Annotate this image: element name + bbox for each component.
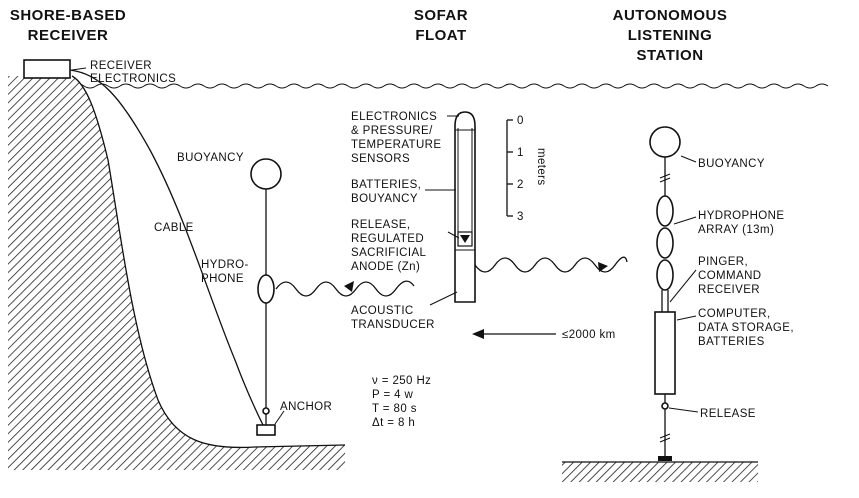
param-power: P = 4 w: [372, 389, 414, 401]
sea-surface: [71, 83, 829, 89]
label-hydrophone-2: PHONE: [201, 273, 244, 285]
label-hydrophone-array-2: ARRAY (13m): [698, 224, 774, 236]
buoyancy-left: [250, 158, 282, 190]
label-release-anode-4: ANODE (Zn): [351, 261, 420, 273]
anchor-block: [256, 424, 276, 436]
label-acoustic-1: ACOUSTIC: [351, 305, 414, 317]
param-frequency: ν = 250 Hz: [372, 375, 431, 387]
shore-slope-line: [71, 75, 346, 449]
label-pinger-2: COMMAND: [698, 270, 762, 282]
computer-housing: [654, 311, 676, 395]
label-release-anode-3: SACRIFICIAL: [351, 247, 427, 259]
hydrophone-array-element-2: [656, 227, 674, 259]
anchor-leader-line: [274, 410, 285, 425]
heading-shore-based-receiver: SHORE-BASED RECEIVER: [10, 7, 126, 44]
heading-auto-line2: LISTENING: [628, 27, 713, 44]
label-hydrophone-array-1: HYDROPHONE: [698, 210, 784, 222]
computer-leader: [676, 315, 697, 321]
hydrophone-left: [257, 274, 275, 304]
acoustic-wave-right: [474, 256, 628, 273]
heading-auto-line1: AUTONOMOUS: [613, 7, 728, 24]
label-receiver-electronics-1: RECEIVER: [90, 60, 152, 72]
label-batteries-2: BOUYANCY: [351, 193, 418, 205]
parameters-block: ν = 250 Hz P = 4 w T = 80 s Δt = 8 h: [372, 375, 431, 429]
range-arrowhead: [472, 329, 484, 339]
station-anchor: [658, 456, 672, 461]
label-float-electronics-4: SENSORS: [351, 153, 410, 165]
leader-transducer: [429, 291, 458, 306]
heading-sofar-line2: FLOAT: [415, 27, 466, 44]
label-float-electronics-3: TEMPERATURE: [351, 139, 441, 151]
heading-sofar-float: SOFAR FLOAT: [414, 7, 468, 44]
acoustic-wave-right-arrowhead: [598, 262, 608, 272]
label-buoyancy-left: BUOYANCY: [177, 152, 244, 164]
leader-release: [447, 231, 460, 239]
line-break-lower-b: [659, 437, 671, 443]
seabed-right: [562, 462, 758, 482]
sofar-float-body: [454, 111, 476, 303]
label-computer-1: COMPUTER,: [698, 308, 771, 320]
label-computer-2: DATA STORAGE,: [698, 322, 794, 334]
heading-shore-line2: RECEIVER: [28, 27, 109, 44]
hydrophone-array-element-1: [656, 195, 674, 227]
buoyancy-right: [649, 126, 681, 158]
label-acoustic-2: TRANSDUCER: [351, 319, 435, 331]
meters-scale: 0 1 2 3 meters: [506, 115, 547, 223]
scale-label-3: 3: [517, 211, 524, 223]
receiver-electronics-box: [23, 59, 71, 79]
label-receiver-electronics-2: ELECTRONICS: [90, 73, 176, 85]
label-release-right: RELEASE: [700, 408, 756, 420]
line-break-upper-a: [659, 173, 671, 179]
label-range: ≤2000 km: [562, 329, 616, 341]
label-pinger-3: RECEIVER: [698, 284, 760, 296]
acoustic-wave-left: [275, 280, 415, 297]
heading-auto-line3: STATION: [636, 47, 703, 64]
mooring-swivel-left: [262, 407, 270, 415]
pinger-leader: [669, 269, 697, 303]
label-float-electronics-2: & PRESSURE/: [351, 125, 433, 137]
float-anode-marker: [460, 235, 470, 243]
acoustic-wave-left-arrowhead: [344, 281, 354, 292]
label-hydrophone-1: HYDRO-: [201, 259, 249, 271]
label-computer-3: BATTERIES: [698, 336, 765, 348]
hydrophone-array-element-3: [656, 259, 674, 291]
scale-unit-label: meters: [535, 148, 547, 186]
label-buoyancy-right: BUOYANCY: [698, 158, 765, 170]
label-release-anode-2: REGULATED: [351, 233, 424, 245]
cable: [69, 69, 265, 428]
shore-landmass: [8, 76, 345, 470]
param-period: T = 80 s: [372, 403, 417, 415]
label-float-electronics-1: ELECTRONICS: [351, 111, 437, 123]
label-batteries-1: BATTERIES,: [351, 179, 421, 191]
label-cable: CABLE: [154, 222, 194, 234]
release-mechanism: [661, 402, 669, 410]
heading-autonomous-listening-station: AUTONOMOUS LISTENING STATION: [613, 7, 728, 64]
line-break-lower-a: [659, 433, 671, 439]
label-release-anode-1: RELEASE,: [351, 219, 410, 231]
scale-label-1: 1: [517, 147, 524, 159]
heading-shore-line1: SHORE-BASED: [10, 7, 126, 24]
scale-label-0: 0: [517, 115, 524, 127]
buoyancy-right-leader: [680, 155, 697, 163]
heading-sofar-line1: SOFAR: [414, 7, 468, 24]
label-pinger-1: PINGER,: [698, 256, 748, 268]
scale-label-2: 2: [517, 179, 524, 191]
array-leader: [673, 216, 697, 225]
release-leader: [668, 407, 699, 413]
param-interval: Δt = 8 h: [372, 417, 415, 429]
line-break-upper-b: [659, 177, 671, 183]
receiver-leader-line: [71, 67, 87, 71]
label-anchor: ANCHOR: [280, 401, 332, 413]
